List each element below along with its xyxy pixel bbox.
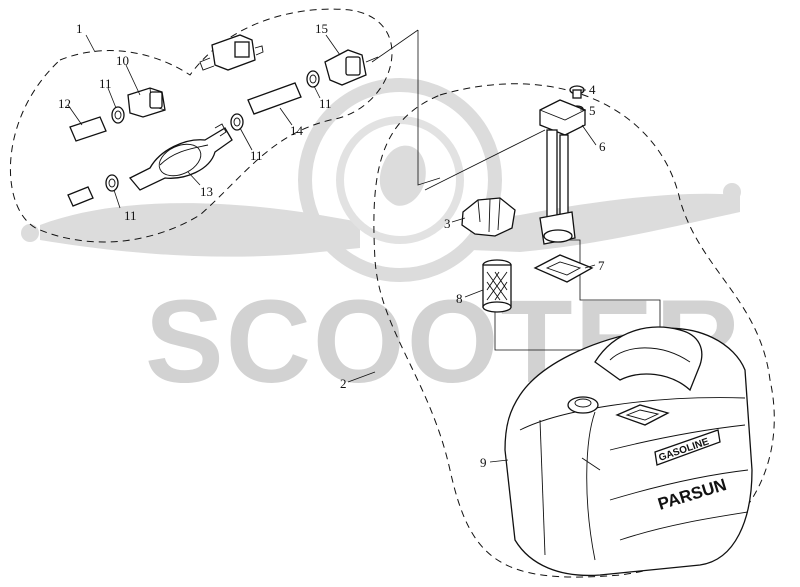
callout-12: 12 bbox=[58, 96, 71, 111]
callout-11: 11 bbox=[250, 148, 263, 163]
callout-11: 11 bbox=[319, 96, 332, 111]
part-14-fuel-hose bbox=[247, 82, 302, 115]
part-11-hose-clip bbox=[111, 106, 125, 124]
leader-lines bbox=[67, 34, 597, 463]
callout-2: 2 bbox=[340, 376, 347, 391]
part-11-hose-clip bbox=[306, 70, 320, 88]
callout-11: 11 bbox=[124, 208, 137, 223]
callout-1: 1 bbox=[76, 21, 83, 36]
watermark-logo bbox=[21, 78, 741, 282]
part-3-float bbox=[461, 197, 516, 237]
callout-4: 4 bbox=[589, 82, 596, 97]
callout-9: 9 bbox=[480, 455, 487, 470]
callout-7: 7 bbox=[598, 258, 605, 273]
part-4-screw bbox=[569, 85, 585, 99]
part-9-fuel-tank: GASOLINE PARSUN bbox=[504, 326, 753, 577]
callout-11: 11 bbox=[99, 76, 112, 91]
part-8-fuel-filter bbox=[482, 259, 512, 313]
part-13-primer-bulb bbox=[128, 123, 233, 191]
group-outline-hose-assembly bbox=[10, 8, 393, 243]
part-12-fuel-hose bbox=[67, 116, 107, 207]
part-10-connector bbox=[127, 87, 166, 118]
part-11-hose-clip bbox=[105, 174, 119, 192]
part-11-hose-clip bbox=[230, 113, 244, 131]
callout-10: 10 bbox=[116, 53, 129, 68]
callout-8: 8 bbox=[456, 291, 463, 306]
fuel-connector-detail bbox=[199, 34, 264, 71]
callout-13: 13 bbox=[200, 184, 213, 199]
part-7-gasket bbox=[533, 254, 594, 283]
callout-15: 15 bbox=[315, 21, 328, 36]
callout-6: 6 bbox=[599, 139, 606, 154]
callout-14: 14 bbox=[290, 123, 304, 138]
part-15-connector bbox=[324, 49, 379, 86]
callout-3: 3 bbox=[444, 216, 451, 231]
part-6-fuel-pickup bbox=[539, 99, 586, 245]
callout-5: 5 bbox=[589, 103, 596, 118]
